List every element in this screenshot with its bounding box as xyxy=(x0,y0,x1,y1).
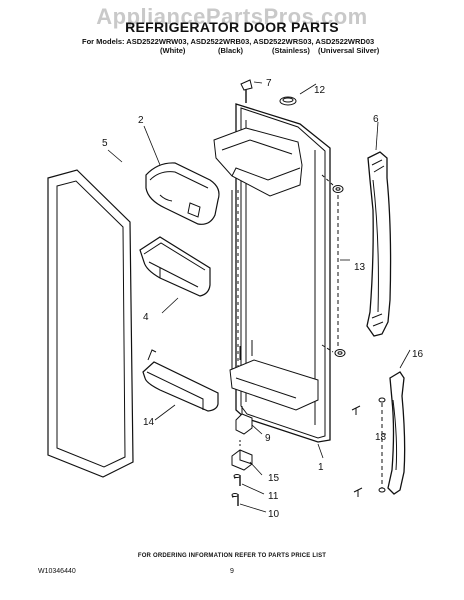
screw-top xyxy=(240,79,253,103)
callout-15: 15 xyxy=(268,473,280,484)
lower-handle xyxy=(387,371,406,495)
door-bin xyxy=(139,236,211,297)
color-stainless: (Stainless) xyxy=(272,46,310,55)
watermark: AppliancePartsPros.com xyxy=(96,4,368,29)
page-title: REFRIGERATOR DOOR PARTS xyxy=(125,19,339,35)
callout-5: 5 xyxy=(102,138,108,149)
hinge xyxy=(235,406,253,435)
models-line: For Models: ASD2522WRW03, ASD2522WRB03, … xyxy=(82,37,375,46)
page-number: 9 xyxy=(230,568,234,575)
callout-7: 7 xyxy=(266,78,272,89)
color-black: (Black) xyxy=(218,46,244,55)
door-liner xyxy=(213,103,331,443)
callout-10: 10 xyxy=(268,509,280,520)
plug xyxy=(279,96,297,106)
callout-12: 12 xyxy=(314,85,326,96)
callout-14: 14 xyxy=(143,417,155,428)
dairy-door xyxy=(145,162,220,225)
color-universal-silver: (Universal Silver) xyxy=(318,46,380,55)
lower-shelf xyxy=(142,349,219,412)
callout-11: 11 xyxy=(268,491,279,502)
callout-6: 6 xyxy=(373,114,379,125)
lower-handle-screws xyxy=(351,397,386,497)
ordering-note: FOR ORDERING INFORMATION REFER TO PARTS … xyxy=(137,553,327,559)
callout-2: 2 xyxy=(138,115,144,126)
handle-spacers xyxy=(321,174,346,357)
hinge-bushing xyxy=(231,440,253,471)
callout-9: 9 xyxy=(265,433,271,444)
leader-lines xyxy=(107,81,411,513)
callout-1: 1 xyxy=(318,462,324,473)
callout-18: 18 xyxy=(375,432,387,443)
hinge-screws xyxy=(231,474,241,506)
callout-13: 13 xyxy=(354,262,366,273)
callout-16: 16 xyxy=(412,349,424,360)
callout-4: 4 xyxy=(143,312,149,323)
document-number: W10346440 xyxy=(38,568,76,575)
color-white: (White) xyxy=(160,46,186,55)
door-handle xyxy=(366,151,392,337)
door-gasket xyxy=(47,169,134,478)
